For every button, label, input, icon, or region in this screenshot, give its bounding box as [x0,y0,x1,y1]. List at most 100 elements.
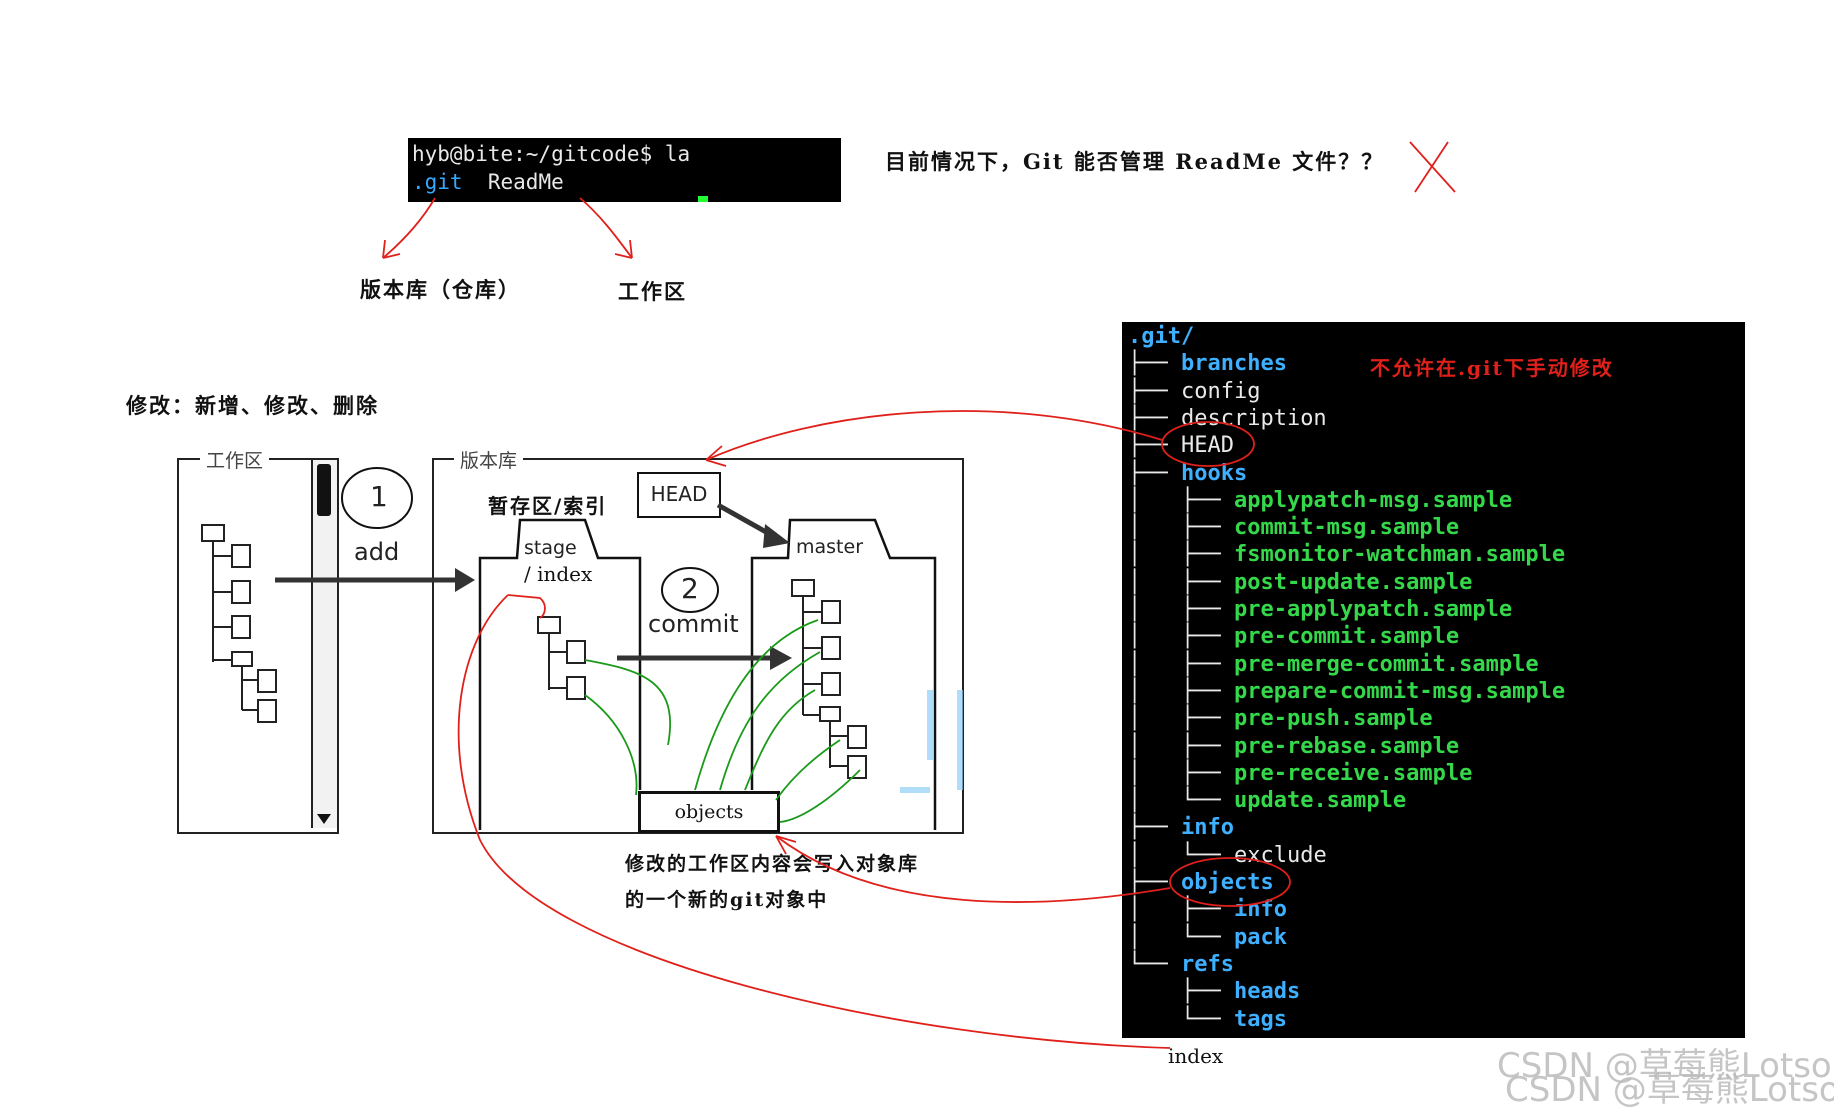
git-tree-terminal: .git/├── branches├── config├── descripti… [1122,322,1745,1038]
git-tree-row: │ └── update.sample [1128,788,1406,814]
index-label: / index [524,562,593,586]
git-tree-row: │ ├── info [1128,897,1287,923]
git-tree-row: ├── description [1128,406,1327,432]
tree-branch-lines: │ └── [1128,924,1234,950]
tree-entry-name: config [1180,378,1261,404]
commit-label: commit [648,610,739,638]
stage-folder-outline [478,518,642,830]
tree-branch-lines: ├── [1128,460,1181,486]
tree-branch-lines: ├── [1128,815,1181,841]
git-tree-row: │ ├── pre-applypatch.sample [1128,597,1512,623]
repo-box-title: 版本库 [454,446,524,473]
git-tree-row: ├── branches [1128,351,1287,377]
tree-entry-name: pre-merge-commit.sample [1233,651,1539,677]
git-tree-row: │ ├── post-update.sample [1128,570,1472,596]
step1-circle [341,467,413,529]
tree-branch-lines: ├── [1128,351,1181,377]
tree-entry-name: pre-applypatch.sample [1233,597,1513,622]
tree-branch-lines: │ └── [1128,788,1234,814]
git-tree-row: │ └── pack [1128,925,1287,951]
git-tree-row: └── tags [1128,1007,1287,1033]
tree-entry-name: pre-push.sample [1233,706,1433,732]
git-tree-row: ├── config [1128,379,1260,405]
git-tree-row: │ └── exclude [1128,843,1327,869]
master-file-tree [791,579,867,779]
tree-branch-lines: └── [1128,1006,1234,1032]
git-tree-row: ├── heads [1128,979,1300,1005]
tree-branch-lines: │ ├── [1128,487,1234,513]
tree-entry-name: pre-rebase.sample [1233,733,1460,759]
modify-label: 修改：新增、修改、删除 [126,393,379,418]
tree-branch-lines: │ ├── [1128,542,1234,568]
step2-circle [661,567,719,613]
stage-tab-label: stage [524,537,577,559]
tree-branch-lines: ├── [1128,979,1234,1005]
add-label: add [354,538,400,566]
git-tree-row: └── refs [1128,952,1234,978]
readme-entry: ReadMe [487,170,564,194]
index-file-label: index [1168,1044,1224,1068]
tree-branch-lines: └── [1128,951,1181,977]
tree-entry-name: fsmonitor-watchman.sample [1233,542,1566,568]
git-tree-row: ├── info [1128,815,1234,841]
tree-entry-name: tags [1233,1006,1287,1032]
workspace-label: 工作区 [618,279,687,304]
tree-branch-lines: │ ├── [1128,706,1234,732]
tree-branch-lines: │ ├── [1128,760,1234,786]
tree-entry-name: refs [1180,951,1234,977]
tree-entry-name: HEAD [1180,433,1234,459]
tree-entry-name: branches [1180,351,1287,377]
head-arrow-head [763,524,790,548]
git-tree-row: │ ├── pre-merge-commit.sample [1128,652,1539,678]
tree-branch-lines: │ ├── [1128,897,1234,923]
repo-box [432,458,964,834]
tree-branch-lines: │ ├── [1128,569,1234,595]
tree-branch-lines: ├── [1128,405,1181,431]
repo-label: 版本库（仓库） [360,277,521,302]
git-tree-row: │ ├── prepare-commit-msg.sample [1128,679,1565,705]
git-tree-row: │ ├── fsmonitor-watchman.sample [1128,542,1565,568]
tree-entry-name: post-update.sample [1233,569,1473,595]
tree-branch-lines: │ ├── [1128,515,1234,541]
tree-entry-name: pack [1233,924,1287,950]
workspace-box-title: 工作区 [200,446,270,473]
tree-branch-lines: │ ├── [1128,651,1234,677]
tree-entry-name: applypatch-msg.sample [1233,487,1513,513]
master-folder-outline [750,518,937,830]
git-tree-row: ├── HEAD [1128,433,1234,459]
tree-branch-lines: │ └── [1128,842,1234,868]
tree-branch-lines: ├── [1128,378,1181,404]
red-annotations [382,141,1456,1049]
tree-entry-name: prepare-commit-msg.sample [1233,678,1566,704]
tree-entry-name: pre-receive.sample [1233,760,1473,786]
git-tree-row: │ ├── applypatch-msg.sample [1128,488,1512,514]
workspace-file-tree [201,524,277,723]
no-edit-warning: 不允许在.git下手动修改 [1370,356,1614,380]
terminal-listing: .git ReadMe [412,170,564,194]
git-tree-row: │ ├── pre-push.sample [1128,706,1433,732]
commit-arrow-head [770,646,792,670]
add-arrow-head [455,568,475,592]
tree-entry-name: exclude [1233,842,1327,868]
objects-note-line2: 的一个新的git对象中 [625,889,829,911]
tree-branch-lines: │ ├── [1128,733,1234,759]
workspace-scrollbar [311,460,337,828]
terminal-window: hyb@bite:~/gitcode$ la .git ReadMe [408,138,841,202]
git-tree-row: │ ├── commit-msg.sample [1128,515,1459,541]
step1-number: 1 [370,480,388,513]
step2-number: 2 [681,572,699,605]
tree-entry-name: pre-commit.sample [1233,624,1460,650]
terminal-cursor [698,196,708,202]
tree-branch-lines: │ ├── [1128,624,1234,650]
tree-branch-lines: ├── [1128,433,1181,459]
stage-index-label: 暂存区/索引 [488,494,608,518]
tree-entry-name: info [1233,897,1287,923]
master-tab-label: master [796,536,864,558]
tree-entry-name: description [1180,405,1327,431]
tree-entry-name: info [1180,815,1234,841]
tree-entry-name: .git/ [1128,324,1195,349]
question-text: 目前情况下，Git 能否管理 ReadMe 文件？？ [885,149,1385,174]
git-tree-row: │ ├── pre-commit.sample [1128,624,1459,650]
git-tree-row: │ ├── pre-rebase.sample [1128,734,1459,760]
watermark-2: CSDN @草莓熊Lotso [1505,1070,1834,1110]
